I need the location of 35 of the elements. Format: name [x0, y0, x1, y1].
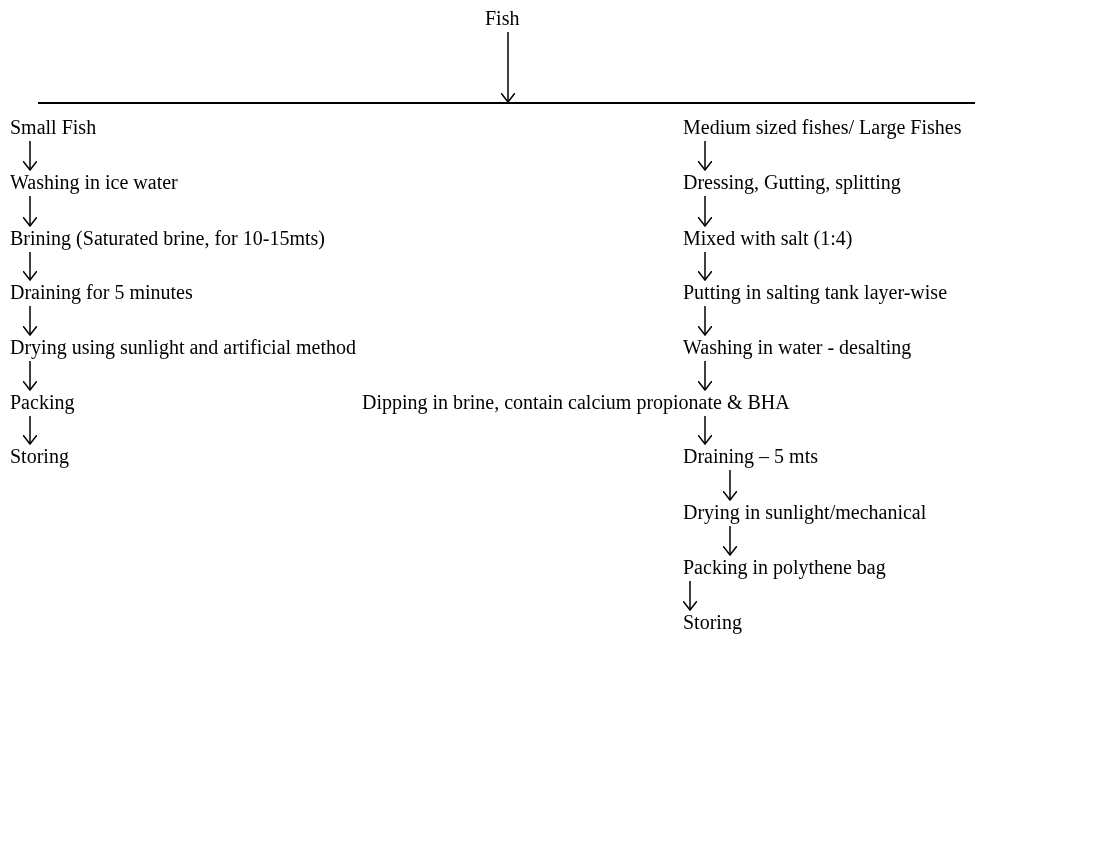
step-label: Storing	[683, 610, 742, 634]
step-label: Dipping in brine, contain calcium propionate & BHA	[362, 390, 790, 414]
arrow	[500, 31, 516, 103]
step-label: Mixed with salt (1:4)	[683, 226, 853, 250]
branch-line	[38, 102, 975, 104]
step-label: Draining – 5 mts	[683, 444, 818, 468]
step-label: Washing in ice water	[10, 170, 178, 194]
arrow	[697, 415, 713, 445]
arrow	[22, 140, 38, 171]
arrow	[22, 195, 38, 227]
arrow	[22, 360, 38, 391]
arrow	[22, 305, 38, 336]
arrow	[22, 251, 38, 281]
step-label: Drying using sunlight and artificial method	[10, 335, 357, 359]
step-label: Dressing, Gutting, splitting	[683, 170, 901, 194]
arrow	[682, 580, 698, 611]
step-label: Storing	[10, 444, 69, 468]
step-label: Putting in salting tank layer-wise	[683, 280, 947, 304]
arrow	[697, 195, 713, 227]
arrow	[697, 140, 713, 171]
step-label: Packing	[10, 390, 75, 414]
step-label: Medium sized fishes/ Large Fishes	[683, 115, 962, 139]
step-label: Washing in water - desalting	[683, 335, 912, 359]
step-label: Fish	[485, 6, 520, 30]
arrow	[22, 415, 38, 445]
step-label: Small Fish	[10, 115, 97, 139]
arrow	[697, 305, 713, 336]
step-label: Packing in polythene bag	[683, 555, 886, 579]
step-label: Drying in sunlight/mechanical	[683, 500, 927, 524]
arrow	[697, 251, 713, 281]
arrow	[697, 360, 713, 391]
step-label: Brining (Saturated brine, for 10-15mts)	[10, 226, 325, 250]
arrow	[722, 469, 738, 501]
arrow	[722, 525, 738, 556]
step-label: Draining for 5 minutes	[10, 280, 193, 304]
